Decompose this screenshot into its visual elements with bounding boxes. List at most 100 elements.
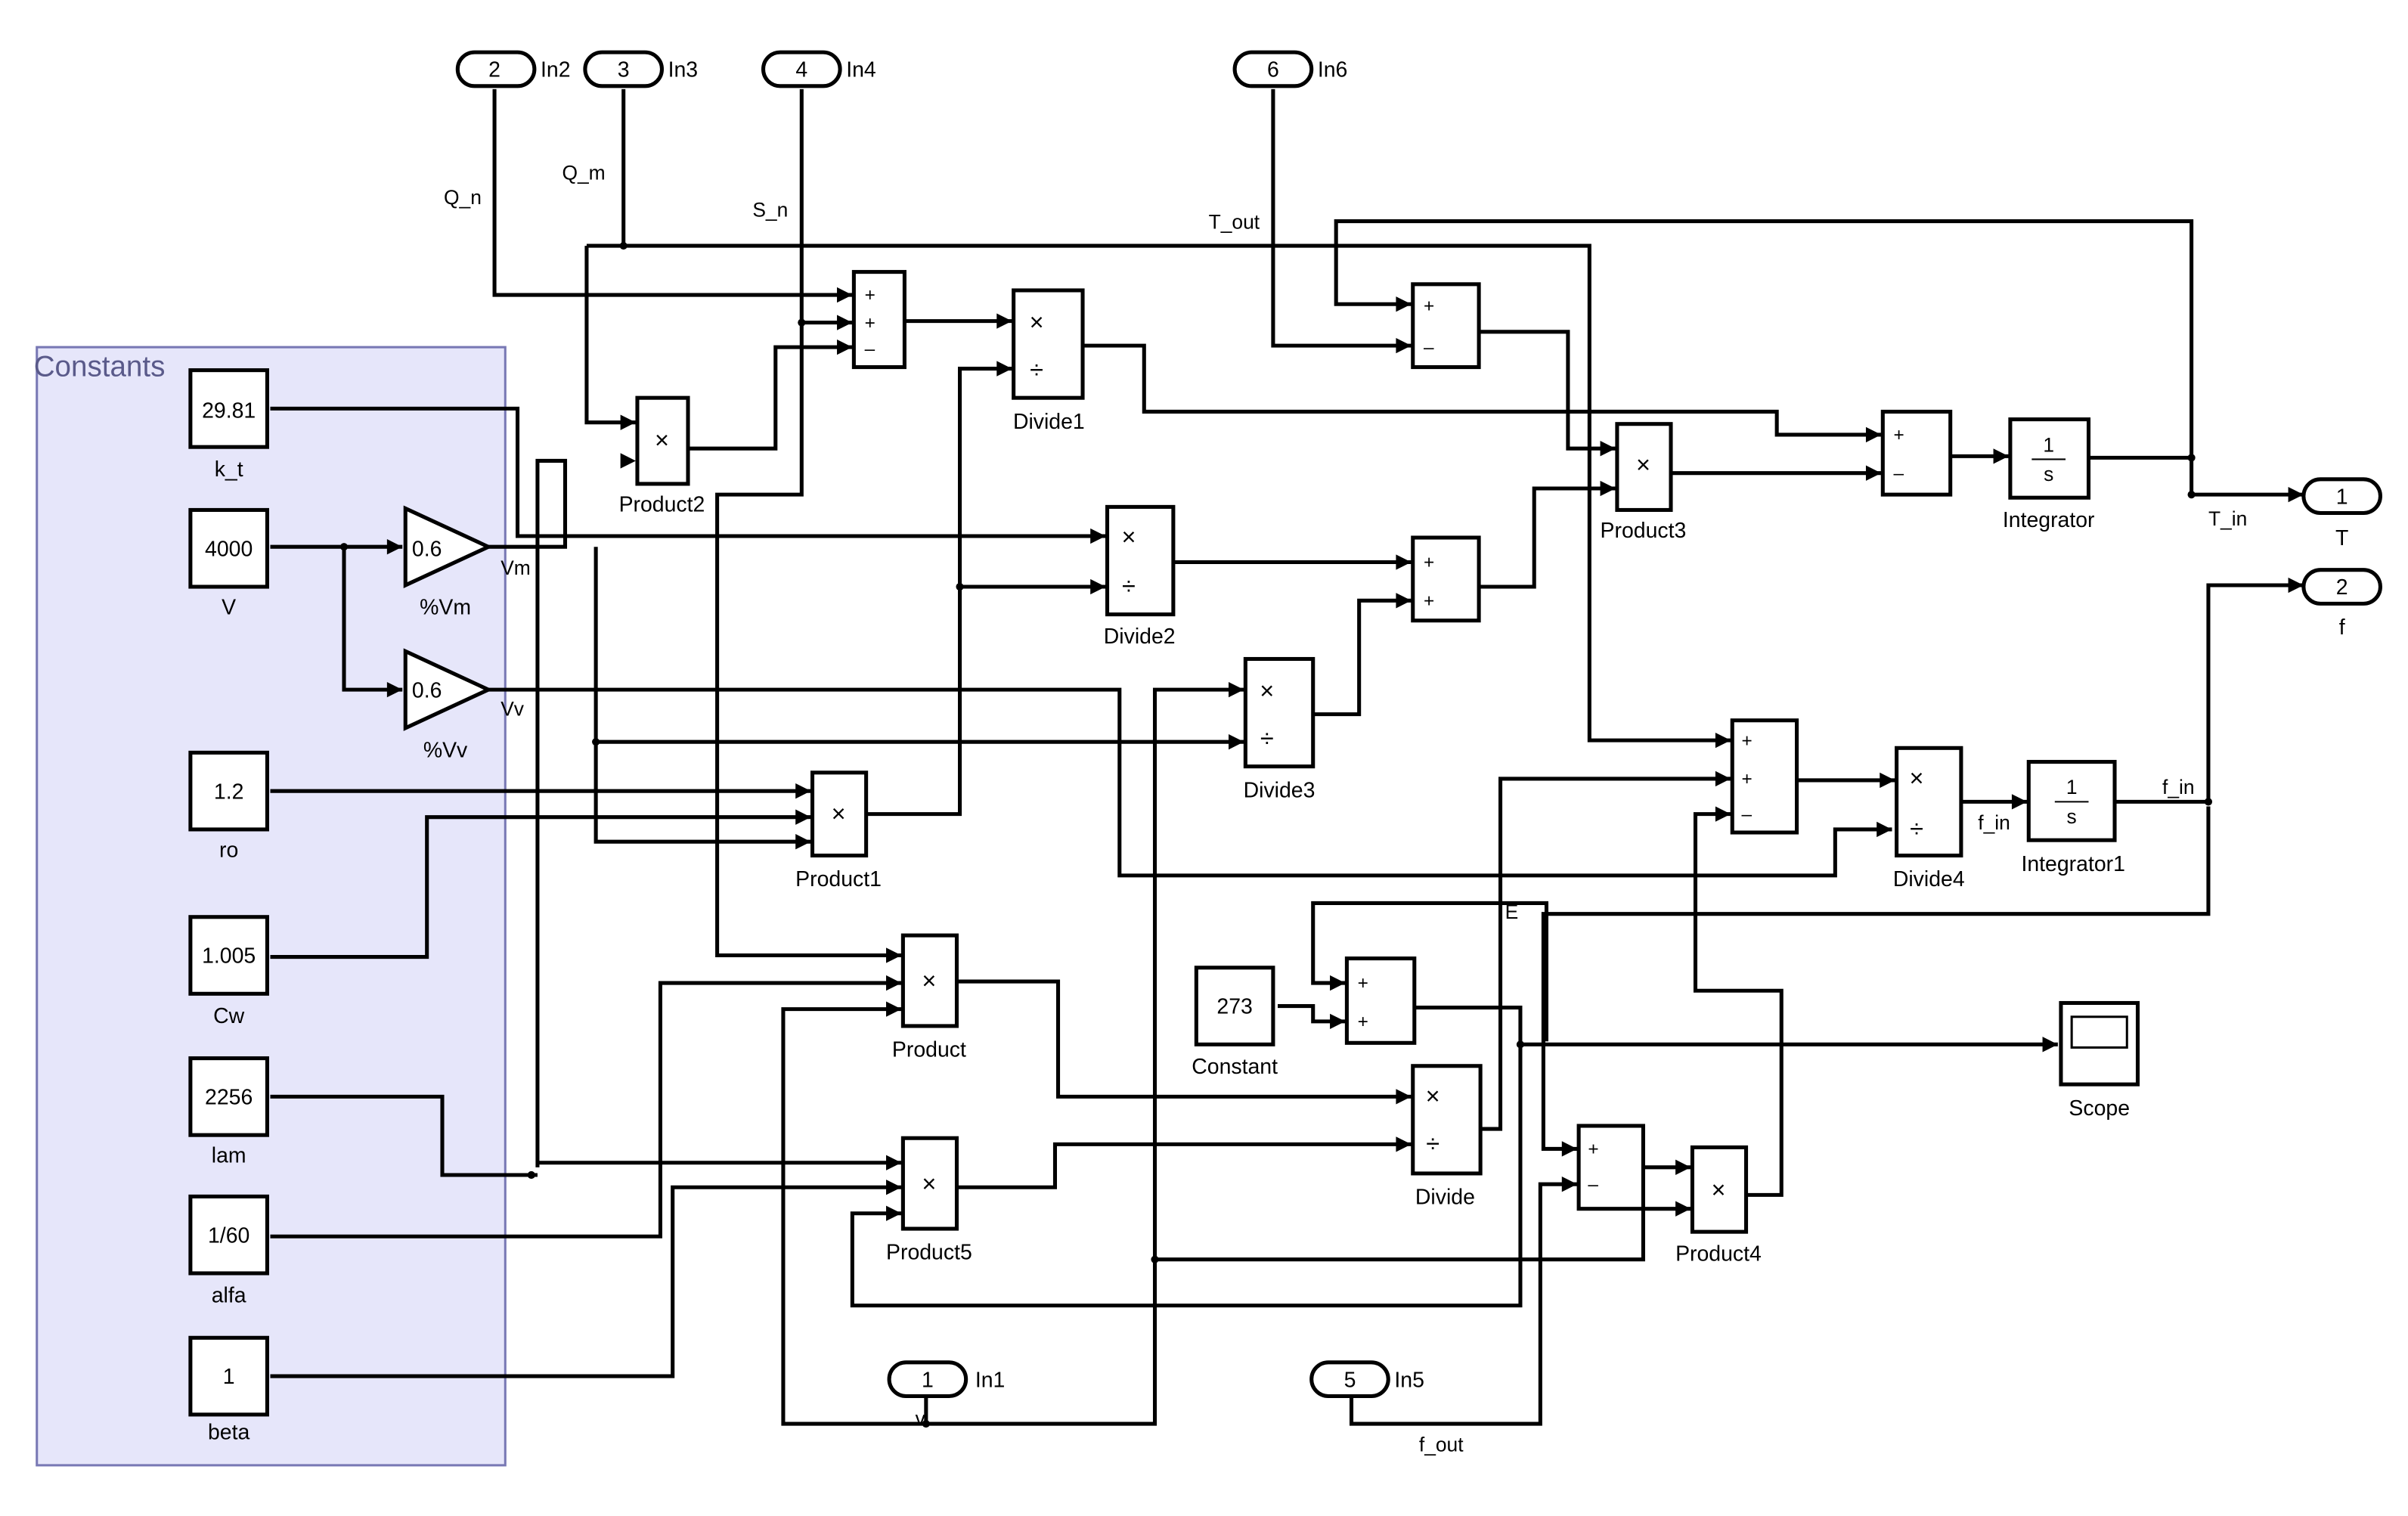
integrator1-block[interactable]: 1 s Integrator1 — [2021, 760, 2125, 876]
signal-label-q-m: Q_m — [562, 162, 605, 184]
constant-label: lam — [212, 1144, 246, 1168]
product5-block[interactable]: × Product5 — [886, 1136, 972, 1265]
signal-label-q-n: Q_n — [444, 186, 482, 209]
op-symbol: ÷ — [1910, 815, 1923, 842]
constant-label: V — [222, 596, 236, 620]
constant-block-k-t[interactable]: 29.81 k_t — [188, 368, 269, 482]
signal-label-f-in-2: f_in — [2162, 776, 2195, 798]
block-label: Scope — [2069, 1096, 2130, 1121]
inport-label: In3 — [668, 58, 699, 82]
op-symbol: × — [1910, 764, 1924, 792]
sum-sign: – — [1424, 337, 1434, 358]
gain-value: 0.6 — [412, 537, 442, 561]
constant-block-v[interactable]: 4000 V — [188, 507, 269, 620]
constant-label: Constant — [1192, 1055, 1278, 1079]
signal-label-t-out: T_out — [1209, 211, 1260, 234]
sum-sign: + — [1894, 425, 1904, 445]
op-symbol: × — [922, 1170, 936, 1197]
block-label: Divide3 — [1244, 778, 1316, 802]
sum-block-1[interactable]: + + – — [851, 270, 906, 370]
inport-in5[interactable]: 5 In5 — [1309, 1360, 1424, 1399]
inport-in6[interactable]: 6 In6 — [1232, 50, 1348, 88]
inport-number: 1 — [922, 1368, 934, 1392]
constants-area[interactable] — [36, 346, 507, 1467]
block-label: Integrator1 — [2021, 852, 2124, 876]
gain-block-vv[interactable]: 0.6 %Vv Vv — [403, 648, 525, 762]
block-label: Divide — [1415, 1186, 1475, 1210]
signal-label-s-n: S_n — [752, 198, 788, 221]
block-label: Divide1 — [1013, 410, 1085, 434]
sum-block-2[interactable]: + – — [1411, 282, 1481, 370]
constant-block-lam[interactable]: 2256 lam — [188, 1056, 269, 1168]
block-label: Product — [892, 1038, 966, 1062]
gain-block-vm[interactable]: 0.6 %Vm Vm — [403, 505, 531, 620]
signal-label-f-in-1: f_in — [1978, 811, 2010, 834]
scope-block[interactable]: Scope — [2059, 1000, 2140, 1121]
sum-block-7[interactable]: + – — [1576, 1124, 1645, 1211]
sum-block-3[interactable]: + + — [1411, 535, 1481, 623]
signal-label-vm: Vm — [501, 556, 531, 579]
constant-block-alfa[interactable]: 1/60 alfa — [188, 1194, 269, 1308]
inport-number: 3 — [618, 58, 630, 82]
divide2-block[interactable]: × ÷ Divide2 — [1104, 504, 1176, 649]
product2-block[interactable]: × Product2 — [619, 395, 705, 516]
sum-sign: + — [1741, 769, 1752, 789]
product-block[interactable]: × Product — [892, 933, 966, 1062]
outport-number: 2 — [2336, 575, 2348, 600]
product3-block[interactable]: × Product3 — [1601, 422, 1687, 543]
constant-block-ro[interactable]: 1.2 ro — [188, 750, 269, 863]
sum-sign: + — [1424, 553, 1434, 573]
signal-label-e: E — [1505, 901, 1519, 923]
constant-value: 273 — [1216, 995, 1252, 1019]
product1-block[interactable]: × Product1 — [795, 770, 882, 891]
divide3-block[interactable]: × ÷ Divide3 — [1244, 656, 1316, 802]
op-symbol: × — [1426, 1083, 1440, 1110]
signal-label-v: v — [916, 1407, 926, 1430]
sum-sign: + — [1424, 591, 1434, 611]
constant-block-cw[interactable]: 1.005 Cw — [188, 915, 269, 1028]
divide-block[interactable]: × ÷ Divide — [1411, 1064, 1483, 1210]
gain-value: 0.6 — [412, 678, 442, 702]
inport-in3[interactable]: 3 In3 — [583, 50, 699, 88]
signal-label-t-in: T_in — [2208, 507, 2247, 530]
op-symbol: × — [655, 426, 669, 454]
op-symbol: ÷ — [1122, 572, 1136, 600]
constant-label: alfa — [212, 1284, 246, 1308]
inport-in4[interactable]: 4 In4 — [761, 50, 876, 88]
junction-dots — [339, 242, 2213, 1428]
op-symbol: × — [832, 800, 846, 827]
op-symbol: ÷ — [1030, 356, 1043, 383]
product4-block[interactable]: × Product4 — [1675, 1145, 1762, 1266]
constant-value: 29.81 — [202, 399, 256, 423]
inport-label: In6 — [1318, 58, 1348, 82]
constant-block-273[interactable]: 273 Constant — [1192, 966, 1278, 1079]
constant-block-beta[interactable]: 1 beta — [188, 1335, 269, 1444]
constant-label: beta — [208, 1420, 250, 1444]
block-label: Product4 — [1675, 1242, 1762, 1266]
outport-f[interactable]: 2 f — [2301, 568, 2382, 640]
inport-in2[interactable]: 2 In2 — [455, 50, 571, 88]
op-symbol: × — [1260, 677, 1274, 704]
sum-block-4[interactable]: + + — [1344, 956, 1417, 1045]
integrator-block[interactable]: 1 s Integrator — [2003, 417, 2095, 532]
sum-sign: + — [1358, 973, 1368, 994]
inport-number: 5 — [1344, 1368, 1356, 1392]
sum-sign: – — [1741, 805, 1752, 825]
op-symbol: × — [1121, 523, 1136, 550]
constant-label: ro — [219, 839, 238, 863]
inport-in1[interactable]: 1 In1 — [887, 1360, 1005, 1399]
op-symbol: ÷ — [1426, 1130, 1440, 1158]
outport-number: 1 — [2336, 485, 2348, 509]
sum-sign: – — [1588, 1174, 1598, 1195]
signal-label-vv: Vv — [501, 698, 525, 721]
sum-block-6[interactable]: + + – — [1730, 718, 1799, 835]
outport-t[interactable]: 1 T — [2301, 477, 2382, 550]
divide4-block[interactable]: × ÷ Divide4 — [1893, 746, 1965, 891]
sum-block-5[interactable]: + – — [1880, 409, 1953, 497]
block-label: Product5 — [886, 1241, 972, 1265]
sum-sign: + — [1424, 296, 1434, 316]
divide1-block[interactable]: × ÷ Divide1 — [1012, 288, 1085, 434]
integrator-den: s — [2067, 805, 2077, 828]
block-label: Product3 — [1601, 519, 1687, 543]
block-label: Divide4 — [1893, 867, 1965, 891]
